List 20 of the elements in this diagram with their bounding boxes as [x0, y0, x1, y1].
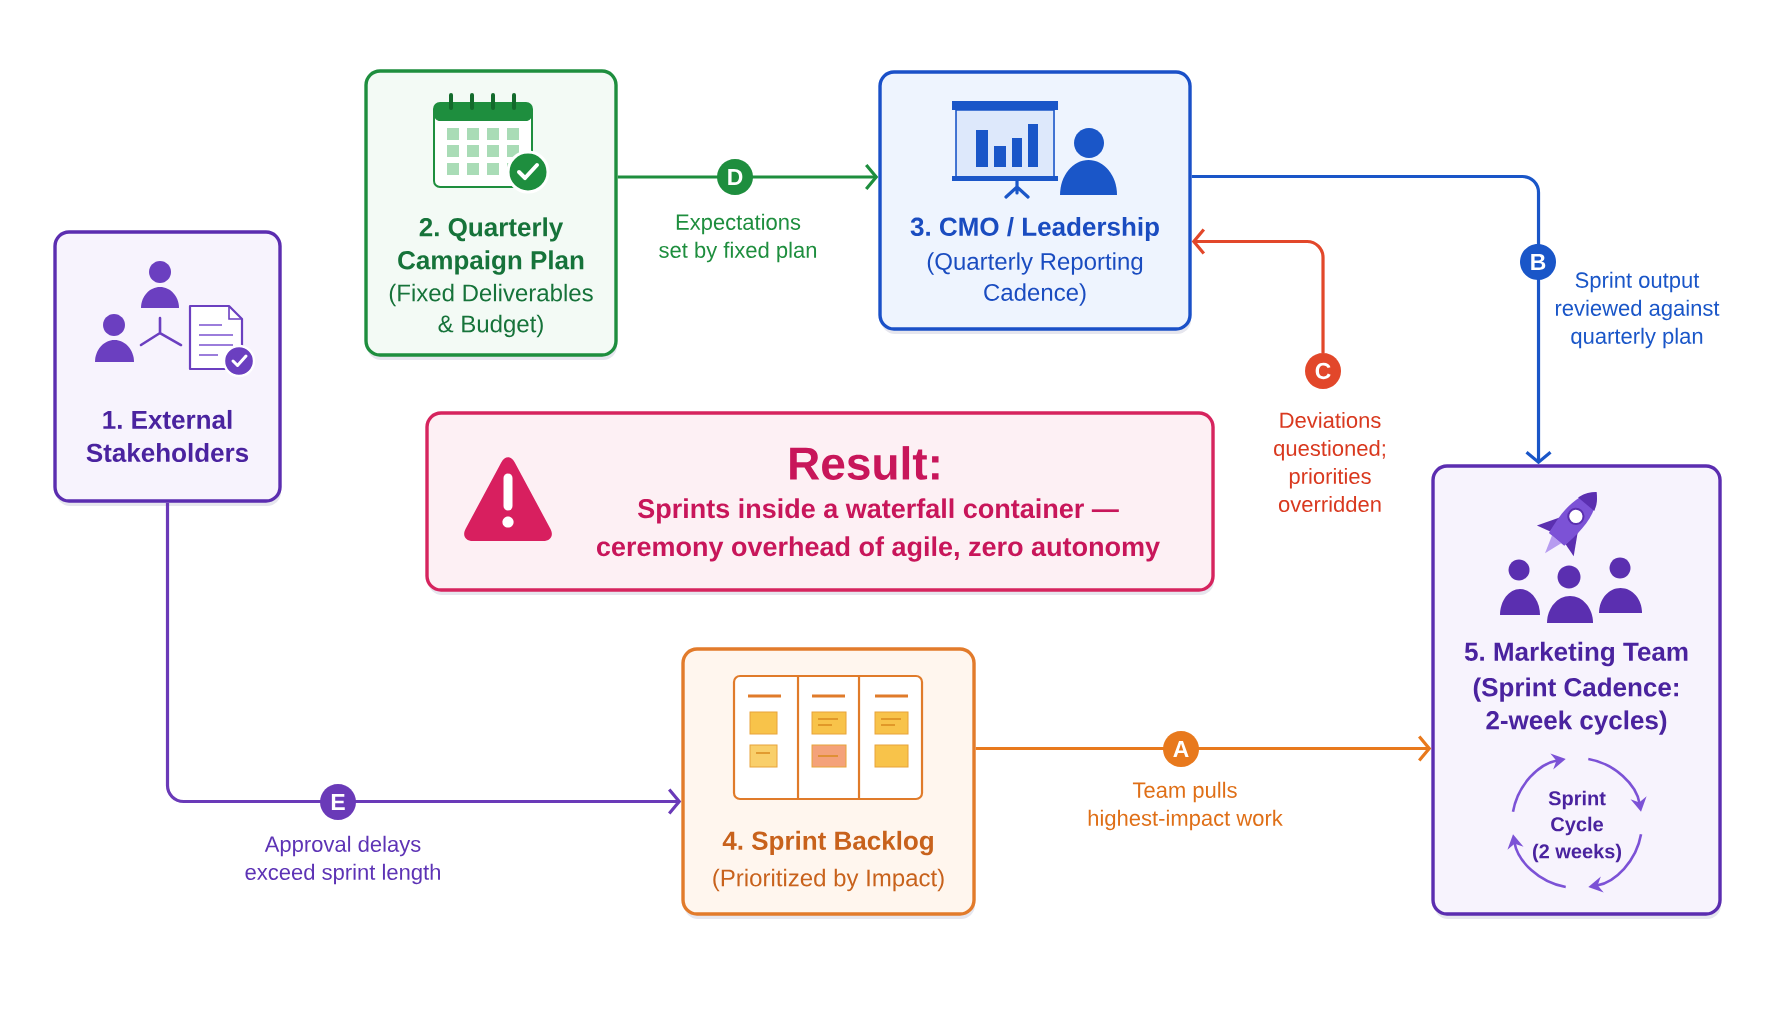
connector-arrow — [975, 735, 1432, 762]
alert-box: Result: Sprints inside a waterfall container — ceremony overhead of agile, zero autonomy — [425, 411, 1215, 595]
annotation: Team pulls highest-impact work — [1088, 781, 1283, 831]
letter-badge: A — [1163, 731, 1199, 767]
connector-arrow — [1191, 174, 1552, 465]
connector-arrow — [165, 502, 682, 815]
annotation: Expectations set by fixed plan — [659, 213, 817, 263]
annotation: Sprint output reviewed against quarterly plan — [1555, 271, 1720, 349]
letter-badge: E — [320, 784, 356, 820]
annotation: Approval delays exceed sprint length — [245, 835, 440, 885]
letter-badge: C — [1305, 353, 1341, 389]
letter-badge: B — [1520, 244, 1556, 280]
letter-badge: D — [717, 159, 753, 195]
annotation: Deviations questioned; priorities overridden — [1274, 411, 1385, 513]
node-label: Sprint Cycle — [1548, 790, 1606, 836]
connector-arrow — [1191, 228, 1325, 353]
connector-arrow — [617, 164, 879, 191]
cycle-diagram: Sprint Cycle (2 weeks) — [1507, 753, 1647, 893]
node-label: (2 weeks) — [1533, 843, 1622, 863]
process-box: 1. External Stakeholders — [53, 230, 282, 506]
